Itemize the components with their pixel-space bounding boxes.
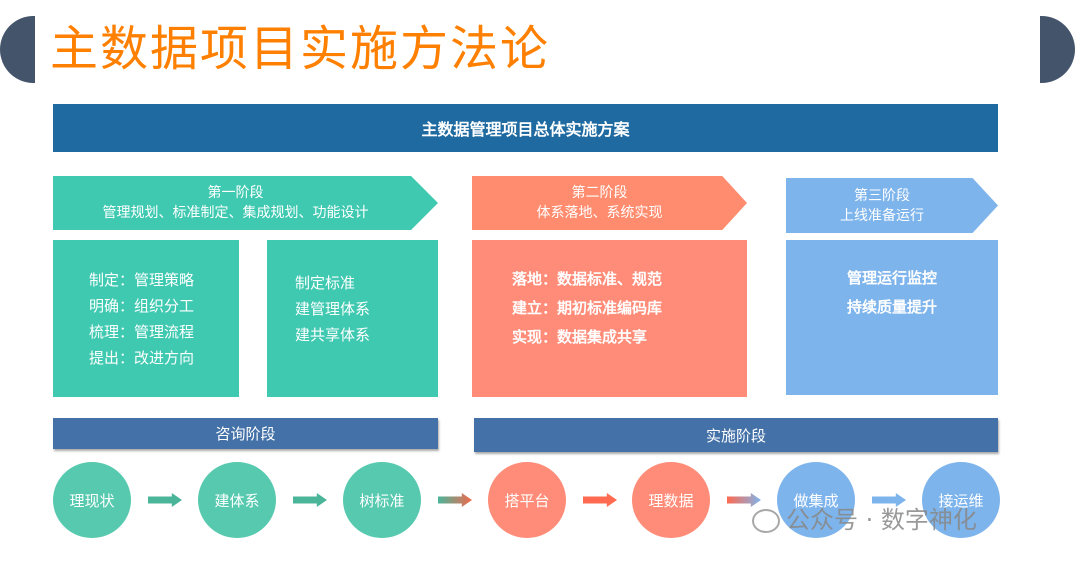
- box-item: 制定标准: [295, 273, 356, 292]
- phase-3: 第三阶段 上线准备运行: [786, 178, 998, 233]
- arrow-icon: [727, 493, 761, 507]
- left-title-cap: [0, 16, 35, 83]
- arrow-icon: [583, 493, 617, 507]
- box-item: 建管理体系: [295, 299, 371, 318]
- consult-box-1: 制定：管理策略 明确：组织分工 梳理：管理流程 提出：改进方向: [53, 240, 239, 397]
- operate-box: 管理运行监控 持续质量提升: [786, 240, 998, 395]
- stage-consult: 咨询阶段: [53, 418, 438, 449]
- box-item: 梳理：管理流程: [89, 322, 195, 341]
- box-item: 提出：改进方向: [89, 348, 195, 367]
- page-title: 主数据项目实施方法论: [50, 21, 551, 77]
- box-item: 建共享体系: [295, 325, 371, 344]
- phase-1: 第一阶段 管理规划、标准制定、集成规划、功能设计: [53, 176, 438, 230]
- step-circle: 搭平台: [488, 462, 566, 538]
- phase-2: 第二阶段 体系落地、系统实现: [472, 176, 747, 230]
- watermark: 公众号 · 数字神化: [752, 500, 977, 535]
- phase-name: 第三阶段: [854, 187, 910, 204]
- step-circle: 建体系: [198, 462, 276, 538]
- phase-desc: 管理规划、标准制定、集成规划、功能设计: [102, 205, 369, 221]
- box-item: 落地：数据标准、规范: [512, 270, 663, 288]
- arrow-icon: [148, 493, 182, 507]
- box-item: 建立：期初标准编码库: [512, 299, 663, 317]
- step-circle: 树标准: [343, 462, 421, 538]
- wechat-icon: [752, 509, 780, 533]
- right-title-cap: [1040, 16, 1075, 83]
- stage-implement: 实施阶段: [474, 418, 998, 452]
- step-circle: 做集成: [777, 462, 855, 538]
- box-item: 管理运行监控: [846, 268, 937, 287]
- box-item: 持续质量提升: [846, 297, 937, 316]
- arrow-icon: [872, 493, 906, 507]
- watermark-text: 公众号 · 数字神化: [786, 506, 977, 534]
- box-item: 制定：管理策略: [89, 270, 195, 289]
- arrow-icon: [438, 493, 472, 507]
- step-circle: 理现状: [53, 462, 131, 538]
- box-item: 明确：组织分工: [89, 296, 195, 315]
- box-item: 实现：数据集成共享: [512, 328, 648, 346]
- step-circle: 接运维: [922, 462, 1000, 538]
- phase-name: 第二阶段: [571, 185, 628, 201]
- step-circle: 理数据: [632, 462, 710, 538]
- consult-box-2: 制定标准 建管理体系 建共享体系: [267, 240, 438, 397]
- plan-banner: 主数据管理项目总体实施方案: [53, 104, 998, 152]
- phase-desc: 上线准备运行: [840, 207, 924, 224]
- phase-desc: 体系落地、系统实现: [536, 205, 663, 221]
- implement-box: 落地：数据标准、规范 建立：期初标准编码库 实现：数据集成共享: [472, 240, 747, 397]
- phase-name: 第一阶段: [207, 185, 264, 201]
- arrow-icon: [293, 493, 327, 507]
